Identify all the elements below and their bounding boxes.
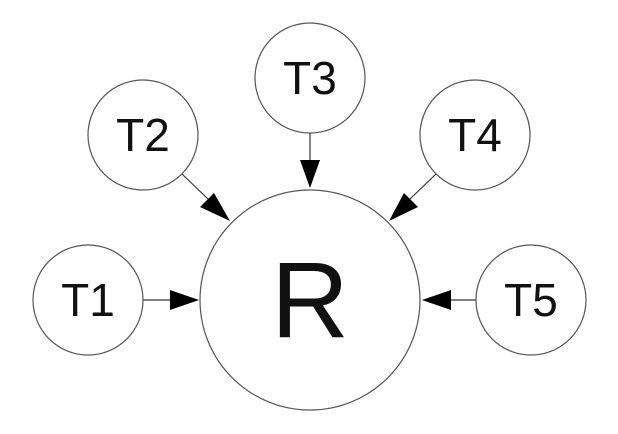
- node-t2: T2: [87, 79, 199, 191]
- node-t1: T1: [32, 244, 144, 356]
- arrowhead-t3: [300, 160, 320, 188]
- arrowhead-t2: [200, 193, 230, 221]
- edge-t5-r: [422, 290, 476, 310]
- node-t3-label: T3: [283, 52, 337, 104]
- node-t2-label: T2: [116, 109, 170, 161]
- node-t5-label: T5: [504, 274, 558, 326]
- edge-t1-r: [143, 290, 199, 310]
- node-t1-label: T1: [61, 274, 115, 326]
- arrowhead-t1: [170, 290, 199, 310]
- arrowhead-t5: [422, 290, 451, 310]
- center-node-r: R: [199, 189, 421, 411]
- node-t5: T5: [475, 244, 587, 356]
- node-t4-label: T4: [448, 109, 502, 161]
- center-node-label: R: [271, 240, 349, 361]
- arrowhead-t4: [389, 193, 418, 221]
- edges: [143, 133, 476, 310]
- node-t3: T3: [254, 22, 366, 134]
- edge-t3-r: [300, 133, 320, 188]
- edge-t2-r: [181, 173, 230, 221]
- node-t4: T4: [419, 79, 531, 191]
- edge-t4-r: [389, 173, 437, 221]
